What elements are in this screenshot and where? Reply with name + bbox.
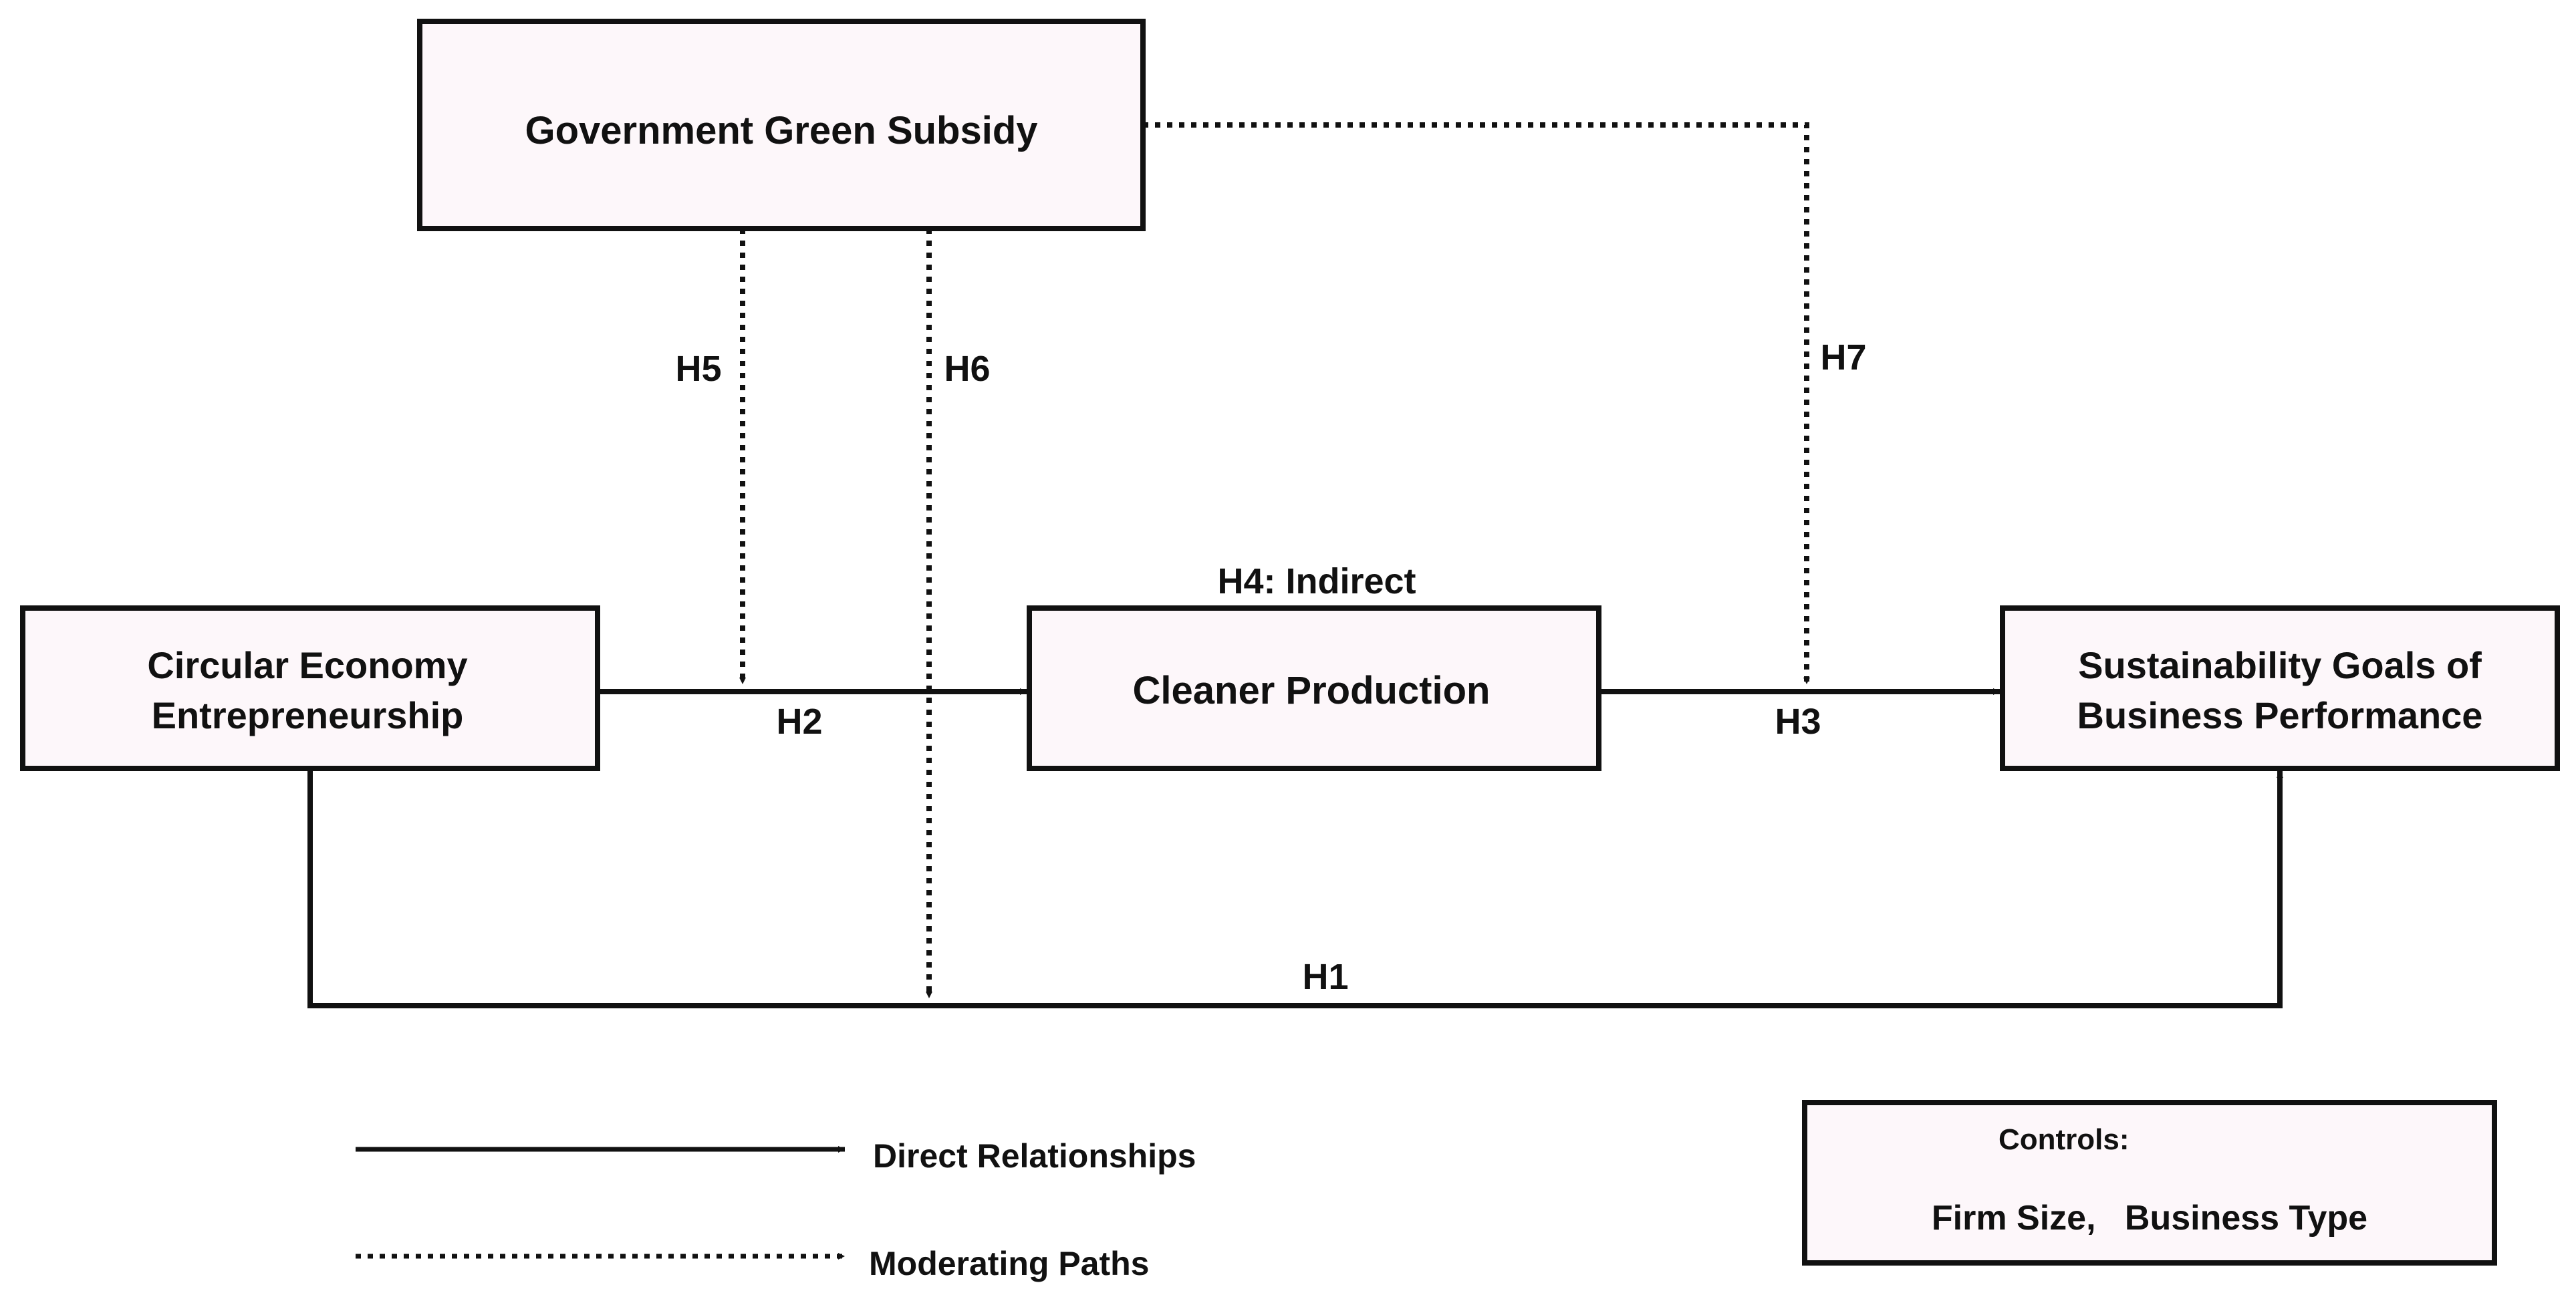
h1-arrow	[307, 768, 2283, 1008]
h6-label: H6	[944, 349, 990, 389]
box-controls: Controls: Firm Size, Business Type	[1802, 1100, 2497, 1266]
legend-direct-label: Direct Relationships	[873, 1137, 1196, 1175]
box-circular-economy-entrepreneurship: Circular Economy Entrepreneurship	[20, 605, 600, 771]
sustainability-goals-label-line-1: Sustainability Goals of	[2078, 644, 2482, 686]
box-cleaner-production: Cleaner Production	[1027, 605, 1601, 771]
h5-label: H5	[675, 349, 721, 389]
box-government-green-subsidy: Government Green Subsidy	[417, 19, 1146, 231]
h4-label: H4: Indirect	[1217, 561, 1416, 601]
h1-label: H1	[1302, 957, 1348, 997]
legend: Direct Relationships Moderating Paths	[356, 1137, 1196, 1282]
controls-items: Firm Size, Business Type	[1932, 1199, 2367, 1238]
circular-economy-label-line-2: Entrepreneurship	[152, 694, 464, 736]
government-green-subsidy-label: Government Green Subsidy	[525, 109, 1037, 152]
circular-economy-label-line-1: Circular Economy	[147, 644, 467, 686]
controls-title: Controls:	[1999, 1123, 2130, 1156]
cleaner-production-label: Cleaner Production	[1133, 669, 1491, 712]
h7-label: H7	[1820, 337, 1866, 378]
h2-label: H2	[776, 702, 822, 742]
box-sustainability-goals: Sustainability Goals of Business Perform…	[2000, 605, 2560, 771]
h7-moderating-arrow	[1143, 122, 1810, 684]
sustainability-goals-label-line-2: Business Performance	[2077, 694, 2483, 736]
legend-moderating-label: Moderating Paths	[869, 1245, 1149, 1282]
h3-label: H3	[1775, 702, 1821, 742]
